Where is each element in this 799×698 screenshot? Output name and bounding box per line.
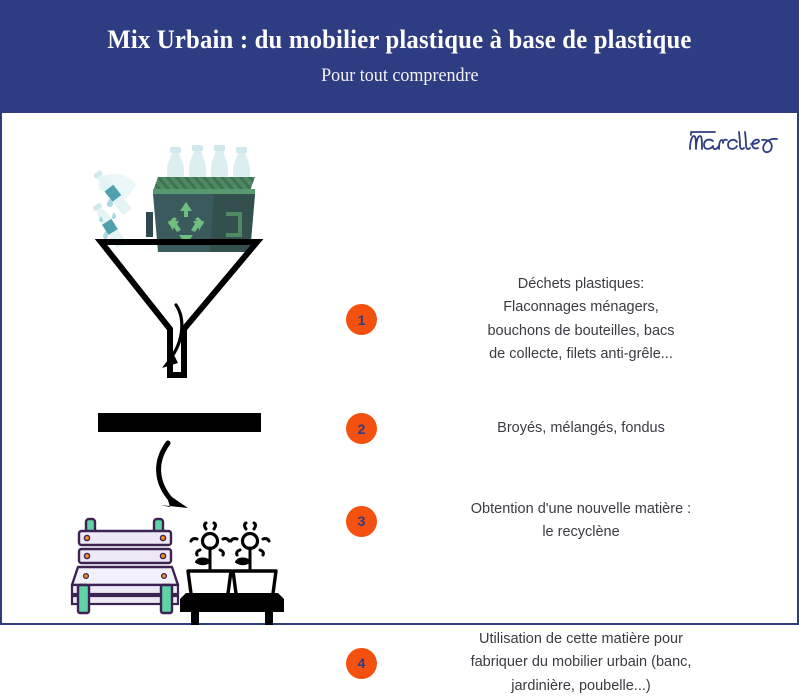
melting-bar-icon: [98, 413, 261, 432]
recycle-icon: [168, 202, 204, 239]
step-item-3: 3 Obtention d'une nouvelle matière : le …: [332, 498, 797, 545]
process-illustration: [2, 113, 332, 634]
step-number-badge-4: 4: [346, 647, 377, 679]
marcelle-logo: [685, 127, 789, 157]
waste-scene-icon: [92, 145, 255, 252]
urban-furniture-icon: [70, 517, 284, 634]
bench-icon: [70, 517, 180, 615]
step-number-badge-1: 1: [346, 304, 377, 336]
funnel-arrow-icon: [162, 303, 184, 368]
planter-icon: [180, 521, 284, 634]
funnel-icon: [94, 239, 264, 378]
steps-list: 1 Déchets plastiques: Flaconnages ménage…: [332, 113, 797, 694]
step-text-3: Obtention d'une nouvelle matière : le re…: [470, 501, 692, 541]
step-text-2: Broyés, mélangés, fondus: [497, 419, 665, 436]
step-number-badge-3: 3: [346, 505, 377, 537]
bar-arrow-icon: [156, 440, 188, 508]
header-band: Mix Urbain : du mobilier plastique à bas…: [0, 0, 799, 113]
step-item-1: 1 Déchets plastiques: Flaconnages ménage…: [332, 273, 797, 367]
step-item-4: 4 Utilisation de cette matière pour fabr…: [332, 628, 797, 698]
page-subtitle: Pour tout comprendre: [320, 65, 479, 87]
step-text-1: Déchets plastiques: Flaconnages ménagers…: [487, 276, 675, 363]
step-item-2: 2 Broyés, mélangés, fondus: [332, 413, 797, 444]
page-title: Mix Urbain : du mobilier plastique à bas…: [107, 24, 692, 54]
step-number-badge-2: 2: [346, 413, 377, 444]
step-text-4: Utilisation de cette matière pour fabriq…: [470, 631, 692, 694]
content-panel: 1 Déchets plastiques: Flaconnages ménage…: [0, 113, 799, 694]
